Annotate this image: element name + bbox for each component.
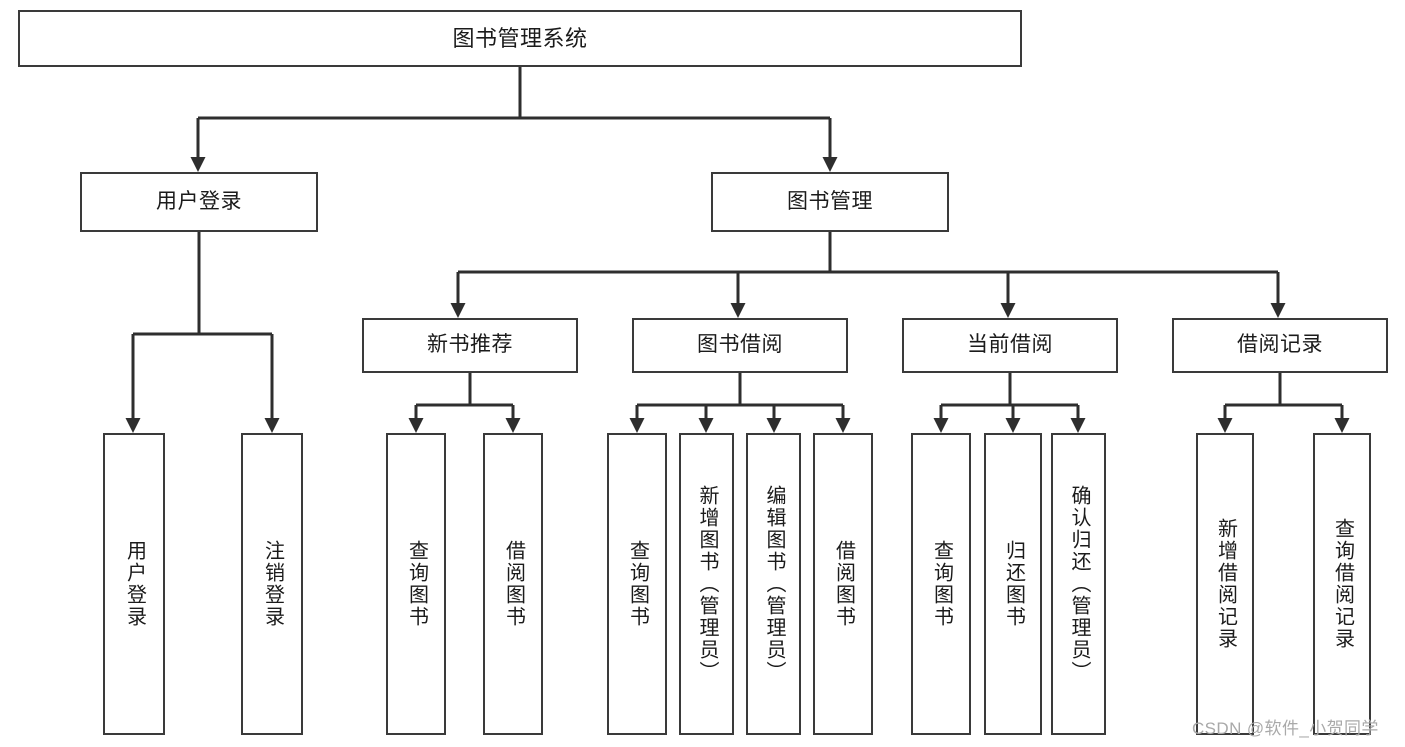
leaf-node-借阅图书[interactable]: 借阅图书 xyxy=(483,433,543,735)
manage-branch-1-arrowhead xyxy=(730,303,746,318)
node-label: 确认归还（管理员） xyxy=(1068,485,1090,683)
node-label: 编辑图书（管理员） xyxy=(763,485,785,683)
leaf-branch-3-0-arrowhead xyxy=(1217,418,1233,433)
node-label: 图书管理 xyxy=(787,189,873,213)
node-label: 注销登录 xyxy=(261,540,284,628)
leaf-branch-0-1-arrowhead xyxy=(505,418,521,433)
node-label: 图书管理系统 xyxy=(452,25,588,51)
node-label: 当前借阅 xyxy=(967,333,1053,357)
leaf-branch-1-3-arrowhead xyxy=(835,418,851,433)
node-label: 新增图书（管理员） xyxy=(696,485,718,683)
level3-node-当前借阅[interactable]: 当前借阅 xyxy=(902,318,1118,373)
leaf-node-新增借阅记录[interactable]: 新增借阅记录 xyxy=(1196,433,1254,735)
login-branch-1-arrowhead xyxy=(264,418,280,433)
leaf-node-查询图书[interactable]: 查询图书 xyxy=(386,433,446,735)
leaf-branch-2-2-arrowhead xyxy=(1070,418,1086,433)
leaf-node-确认归还管理员[interactable]: 确认归还（管理员） xyxy=(1051,433,1106,735)
level3-node-新书推荐[interactable]: 新书推荐 xyxy=(362,318,578,373)
root-branch-0-arrowhead xyxy=(190,157,206,172)
level2-node-图书管理[interactable]: 图书管理 xyxy=(711,172,949,232)
level3-node-图书借阅[interactable]: 图书借阅 xyxy=(632,318,848,373)
node-label: 查询图书 xyxy=(930,540,953,628)
leaf-node-用户登录[interactable]: 用户登录 xyxy=(103,433,165,735)
leaf-node-注销登录[interactable]: 注销登录 xyxy=(241,433,303,735)
leaf-branch-1-0-arrowhead xyxy=(629,418,645,433)
leaf-node-编辑图书管理员[interactable]: 编辑图书（管理员） xyxy=(746,433,801,735)
leaf-branch-2-0-arrowhead xyxy=(933,418,949,433)
node-label: 新书推荐 xyxy=(427,333,513,357)
level3-node-借阅记录[interactable]: 借阅记录 xyxy=(1172,318,1388,373)
leaf-branch-1-1-arrowhead xyxy=(698,418,714,433)
leaf-node-查询图书[interactable]: 查询图书 xyxy=(607,433,667,735)
node-label: 查询图书 xyxy=(626,540,649,628)
leaf-node-查询借阅记录[interactable]: 查询借阅记录 xyxy=(1313,433,1371,735)
node-label: 用户登录 xyxy=(123,540,146,628)
leaf-branch-2-1-arrowhead xyxy=(1005,418,1021,433)
root-branch-1-arrowhead xyxy=(822,157,838,172)
node-label: 查询图书 xyxy=(405,540,428,628)
leaf-node-新增图书管理员[interactable]: 新增图书（管理员） xyxy=(679,433,734,735)
leaf-branch-3-1-arrowhead xyxy=(1334,418,1350,433)
node-label: 借阅图书 xyxy=(502,540,525,628)
level2-node-用户登录[interactable]: 用户登录 xyxy=(80,172,318,232)
node-label: 新增借阅记录 xyxy=(1214,518,1237,650)
node-label: 图书借阅 xyxy=(697,333,783,357)
node-label: 查询借阅记录 xyxy=(1331,518,1354,650)
csdn-watermark: CSDN @软件_小贺同学 xyxy=(1192,719,1379,738)
manage-branch-0-arrowhead xyxy=(450,303,466,318)
leaf-node-归还图书[interactable]: 归还图书 xyxy=(984,433,1042,735)
leaf-node-借阅图书[interactable]: 借阅图书 xyxy=(813,433,873,735)
leaf-node-查询图书[interactable]: 查询图书 xyxy=(911,433,971,735)
leaf-branch-0-0-arrowhead xyxy=(408,418,424,433)
node-label: 借阅图书 xyxy=(832,540,855,628)
leaf-branch-1-2-arrowhead xyxy=(766,418,782,433)
login-branch-0-arrowhead xyxy=(125,418,141,433)
manage-branch-2-arrowhead xyxy=(1000,303,1016,318)
manage-branch-3-arrowhead xyxy=(1270,303,1286,318)
node-label: 借阅记录 xyxy=(1237,333,1323,357)
node-label: 用户登录 xyxy=(156,189,242,213)
node-label: 归还图书 xyxy=(1002,540,1025,628)
root-node-图书管理系统[interactable]: 图书管理系统 xyxy=(18,10,1022,67)
